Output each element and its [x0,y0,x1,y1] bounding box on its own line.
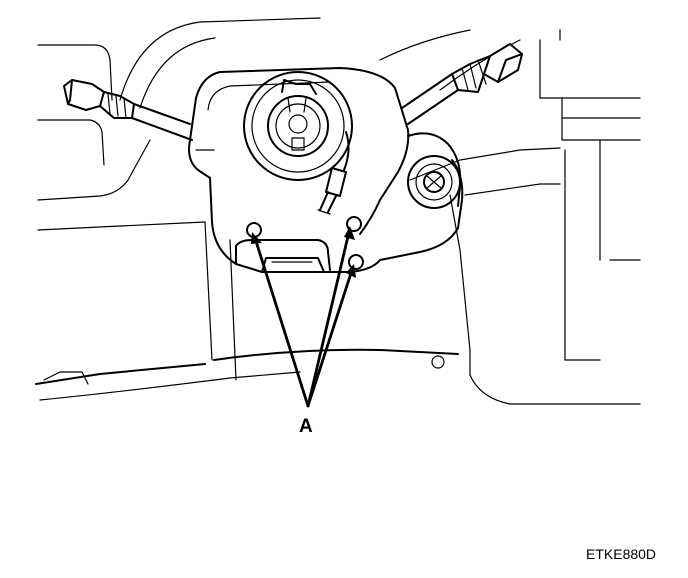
figure-code: ETKE880D [586,546,656,562]
ignition-key-cylinder [407,132,462,209]
left-switch-lever [63,79,193,141]
screw-hole-lower-right [348,254,364,270]
callout-leader-lines [251,226,356,408]
column-upper-shroud [188,67,410,235]
clock-spring [243,71,353,181]
dashboard-outline [35,17,641,405]
right-switch-lever [401,43,523,125]
column-lower-cover [213,348,459,369]
screw-hole-upper-right [346,216,362,232]
callout-label-a: A [299,416,313,437]
harness-connector [317,131,350,215]
